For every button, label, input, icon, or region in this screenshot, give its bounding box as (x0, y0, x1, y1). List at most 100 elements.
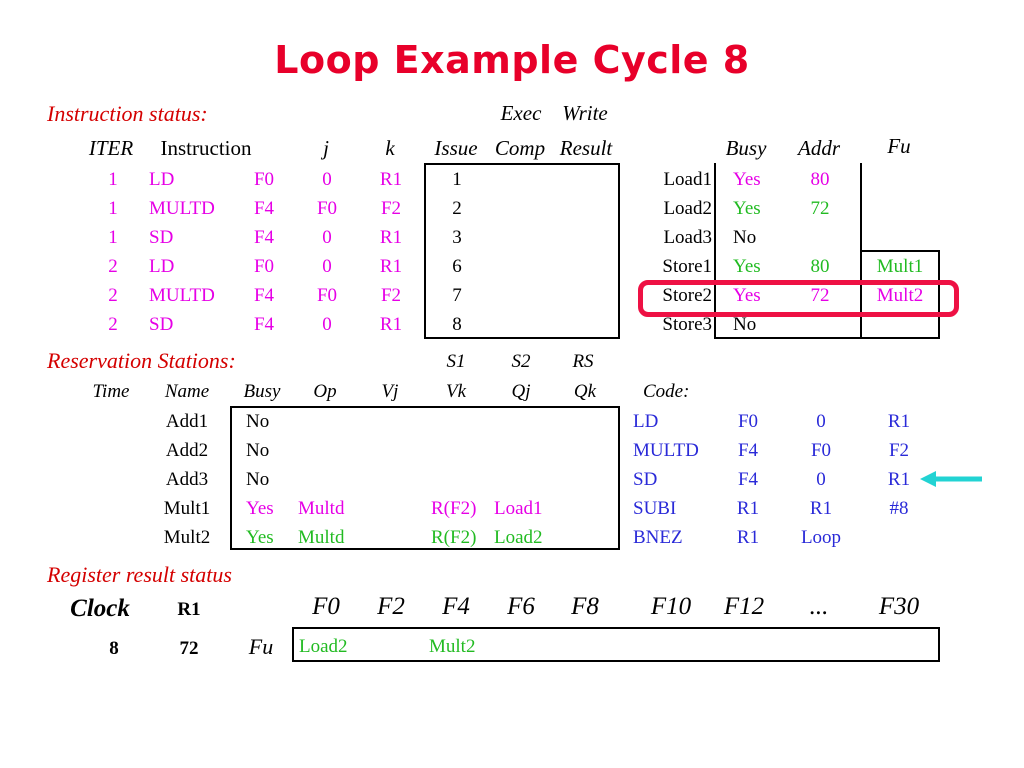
register-fu-cell: Load2 (299, 636, 348, 657)
buffer-fu-cell: Mult1 (876, 256, 924, 277)
rs-qj-cell: Load1 (494, 498, 543, 519)
clock-value: 8 (109, 638, 119, 659)
r1-label: R1 (177, 599, 201, 620)
iter-cell: 1 (108, 198, 118, 219)
code-arg1-cell: F0 (737, 411, 759, 432)
code-header: Code: (643, 381, 690, 402)
rs-qk-header: Qk (573, 381, 597, 402)
issue-header: Issue (434, 136, 478, 160)
code-arg2-cell: 0 (816, 411, 826, 432)
reservation-stations-box (230, 406, 620, 550)
rs-name-cell: Mult2 (163, 527, 211, 548)
instruction-dest-cell: F4 (253, 227, 275, 248)
issue-cell: 6 (452, 256, 462, 277)
buffer-addr-cell: 80 (810, 169, 830, 190)
register-header-cell: ... (809, 593, 829, 620)
rs-name-cell: Add2 (165, 440, 209, 461)
rs-busy-cell: No (246, 411, 270, 432)
buffer-busy-cell: Yes (733, 169, 761, 190)
buffer-busy-cell: No (733, 227, 757, 248)
buffer-name-cell: Load1 (663, 169, 712, 190)
iter-cell: 2 (108, 256, 118, 277)
buffer-busy-header: Busy (725, 136, 767, 160)
instruction-op-cell: LD (149, 169, 175, 190)
code-op-cell: SUBI (633, 498, 677, 519)
write-label: Write (562, 101, 608, 125)
code-op-cell: SD (633, 469, 658, 490)
register-header-cell: F10 (650, 593, 692, 620)
instruction-dest-cell: F4 (253, 198, 275, 219)
buffer-addr-cell: 72 (810, 198, 830, 219)
buffer-busy-cell: Yes (733, 256, 761, 277)
iter-cell: 2 (108, 285, 118, 306)
instruction-j-cell: 0 (322, 169, 332, 190)
instruction-status-box (424, 163, 620, 339)
instruction-header: Instruction (160, 136, 252, 160)
instruction-j-cell: F0 (316, 285, 338, 306)
register-header-cell: F0 (312, 593, 340, 620)
j-header: j (323, 136, 329, 160)
buffer-addr-header: Addr (798, 136, 840, 160)
instruction-dest-cell: F0 (253, 169, 275, 190)
iter-cell: 1 (108, 169, 118, 190)
rs-name-header: Name (164, 381, 210, 402)
rs-busy-cell: Yes (246, 498, 274, 519)
instruction-op-cell: MULTD (149, 285, 215, 306)
instruction-op-cell: LD (149, 256, 175, 277)
instruction-dest-cell: F4 (253, 285, 275, 306)
buffer-name-cell: Load2 (663, 198, 712, 219)
store-top-line (860, 250, 940, 252)
k-header: k (385, 136, 395, 160)
instruction-k-cell: R1 (379, 169, 403, 190)
instruction-dest-cell: F4 (253, 314, 275, 335)
code-arg3-cell: R1 (887, 469, 911, 490)
code-arg1-cell: F4 (737, 440, 759, 461)
rs-op-cell: Multd (298, 498, 345, 519)
code-arg1-cell: R1 (736, 527, 760, 548)
rs-op-header: Op (313, 381, 337, 402)
fu-label: Fu (248, 634, 274, 659)
buffer-name-cell: Load3 (663, 227, 712, 248)
instruction-k-cell: R1 (379, 314, 403, 335)
issue-cell: 3 (452, 227, 462, 248)
iter-header: ITER (88, 136, 134, 160)
code-arg3-cell: R1 (887, 411, 911, 432)
instruction-j-cell: 0 (322, 314, 332, 335)
code-arg2-cell: Loop (800, 527, 842, 548)
s1-header: S1 (446, 351, 466, 372)
buffer-left-divider (714, 163, 716, 339)
iter-cell: 2 (108, 314, 118, 335)
instruction-k-cell: F2 (380, 198, 402, 219)
buffer-busy-cell: Yes (733, 285, 761, 306)
code-arg2-cell: R1 (809, 498, 833, 519)
instruction-dest-cell: F0 (253, 256, 275, 277)
rs-header: RS (572, 351, 594, 372)
rs-qj-cell: Load2 (494, 527, 543, 548)
buffer-fu-header: Fu (887, 134, 911, 158)
issue-cell: 2 (452, 198, 462, 219)
code-op-cell: MULTD (633, 440, 699, 461)
store2-highlight (638, 280, 959, 317)
register-header-cell: F8 (571, 593, 599, 620)
register-header-cell: F6 (507, 593, 535, 620)
instruction-k-cell: R1 (379, 227, 403, 248)
buffer-bottom-line (714, 337, 940, 339)
code-arg3-cell: #8 (889, 498, 909, 519)
code-arg2-cell: F0 (810, 440, 832, 461)
buffer-name-cell: Store2 (662, 285, 712, 306)
instruction-op-cell: MULTD (149, 198, 215, 219)
r1-value: 72 (179, 638, 199, 659)
code-arg1-cell: R1 (736, 498, 760, 519)
instruction-op-cell: SD (149, 314, 174, 335)
instruction-status-label: Instruction status: (47, 101, 208, 126)
rs-busy-cell: No (246, 440, 270, 461)
rs-vk-header: Vk (445, 381, 467, 402)
rs-busy-cell: Yes (246, 527, 274, 548)
instruction-j-cell: 0 (322, 227, 332, 248)
buffer-addr-cell: 72 (810, 285, 830, 306)
buffer-busy-cell: No (733, 314, 757, 335)
register-header-cell: F2 (377, 593, 405, 620)
instruction-k-cell: R1 (379, 256, 403, 277)
rs-op-cell: Multd (298, 527, 345, 548)
buffer-fu-cell: Mult2 (876, 285, 924, 306)
